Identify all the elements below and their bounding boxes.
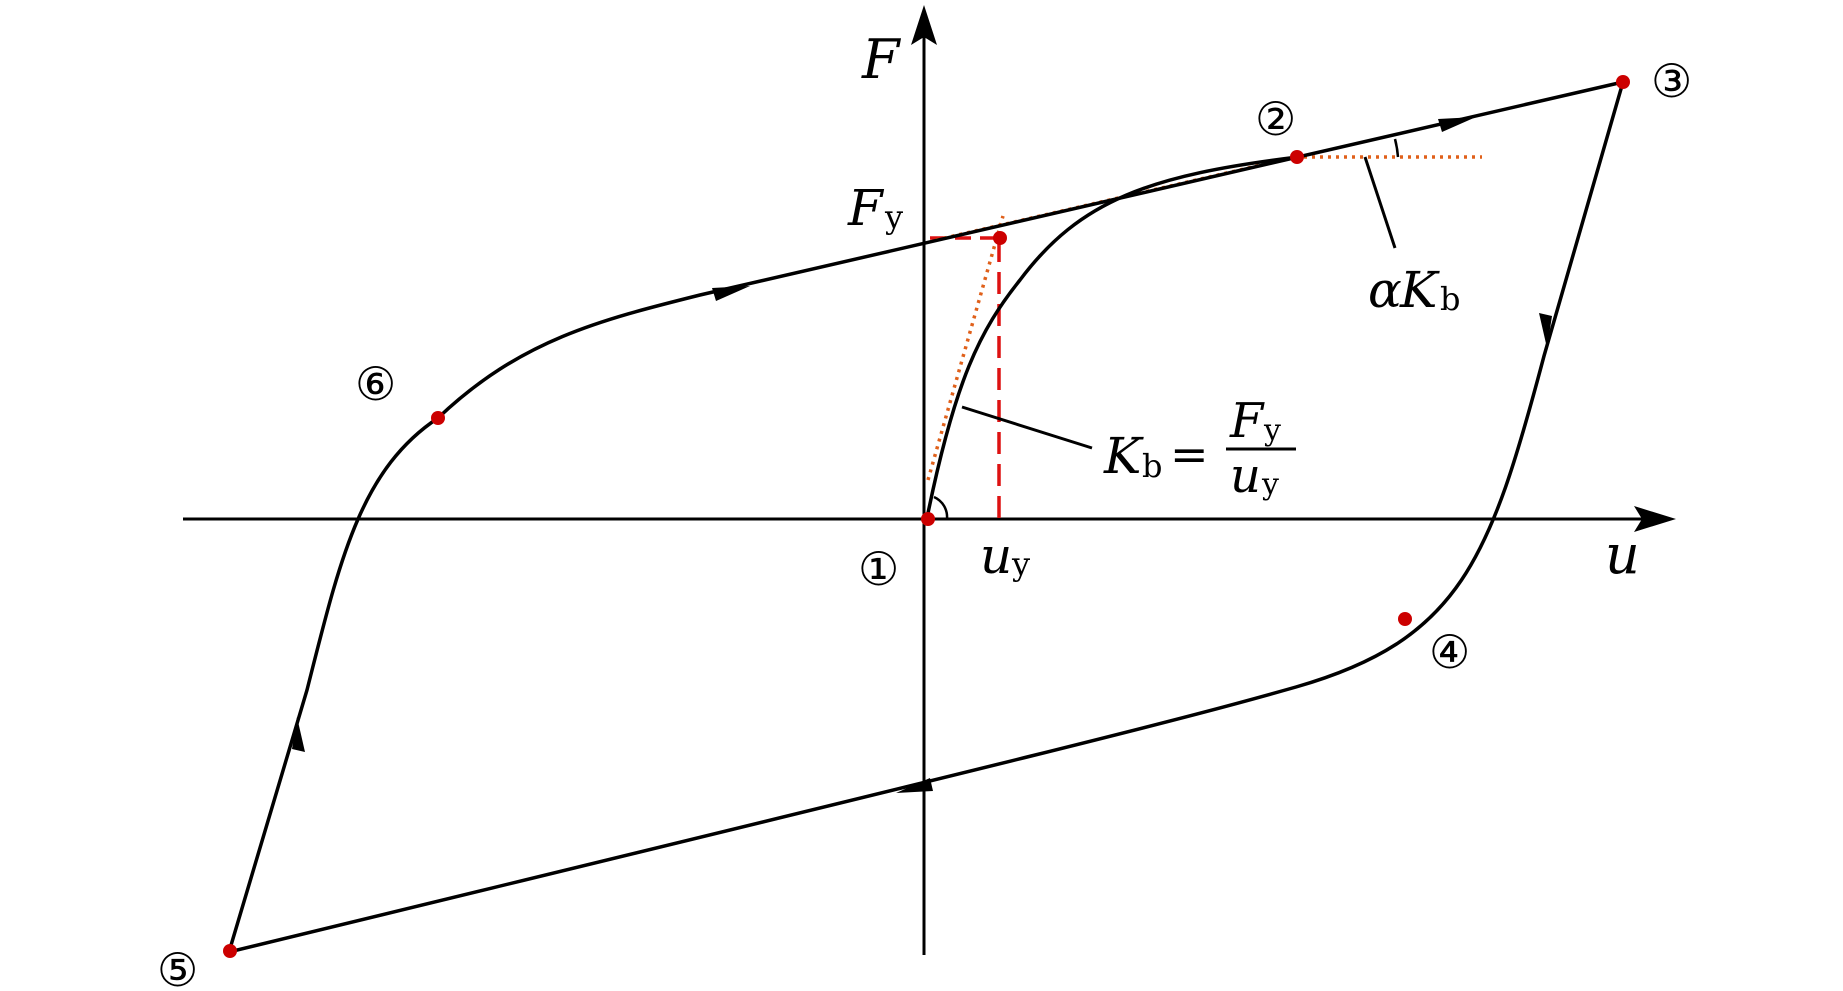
fraction-denominator: u — [1230, 448, 1261, 504]
point-1-marker — [921, 512, 935, 526]
point-2-label: ② — [1255, 92, 1296, 146]
y-axis-label: F — [861, 28, 902, 91]
point-1-label: ① — [858, 542, 899, 596]
direction-arrow-right-down — [1539, 313, 1552, 348]
yield-force-label: F — [847, 179, 885, 237]
initial-stiffness-dotted-line — [926, 215, 1005, 481]
direction-arrow-upper-left — [712, 286, 750, 301]
fraction-numerator: F — [1229, 393, 1265, 449]
alpha-kb-label: K — [1399, 261, 1440, 319]
initial-angle-arc — [933, 495, 949, 520]
hysteresis-loop-curve — [227, 80, 1625, 954]
kb-label: K — [1103, 427, 1144, 485]
initial-loading-curve — [925, 155, 1299, 519]
point-3-label: ③ — [1651, 54, 1692, 108]
direction-arrow-left-up — [292, 717, 305, 752]
point-6-marker — [431, 411, 445, 425]
point-yield-marker — [993, 231, 1007, 245]
point-3-marker — [1616, 75, 1630, 89]
yield-force-label-subscript: y — [884, 198, 903, 236]
kb-label-subscript: b — [1142, 447, 1162, 485]
direction-arrow-lower — [896, 778, 933, 793]
point-5-label: ⑤ — [157, 943, 198, 991]
point-4-marker — [1398, 612, 1412, 626]
point-6-label: ⑥ — [355, 357, 396, 411]
alpha-symbol: α — [1368, 261, 1402, 319]
fraction-numerator-subscript: y — [1263, 413, 1281, 448]
point-5-marker — [223, 944, 237, 958]
kb-leader-line — [961, 405, 1093, 450]
alpha-kb-leader-line — [1363, 156, 1397, 249]
kb-equals-sign: = — [1170, 427, 1209, 481]
post-yield-angle-arc — [1393, 138, 1400, 158]
point-4-label: ④ — [1429, 625, 1470, 679]
fraction-denominator-subscript: y — [1261, 467, 1279, 502]
point-2-marker — [1290, 150, 1304, 164]
x-axis-label: u — [1605, 523, 1640, 586]
y-axis-arrowhead — [911, 5, 937, 45]
yield-disp-label: u — [980, 527, 1012, 585]
yield-disp-label-subscript: y — [1011, 545, 1030, 583]
direction-arrow-upper-right — [1438, 117, 1476, 132]
x-axis-arrowhead — [1634, 506, 1676, 532]
alpha-kb-label-subscript: b — [1440, 280, 1460, 318]
